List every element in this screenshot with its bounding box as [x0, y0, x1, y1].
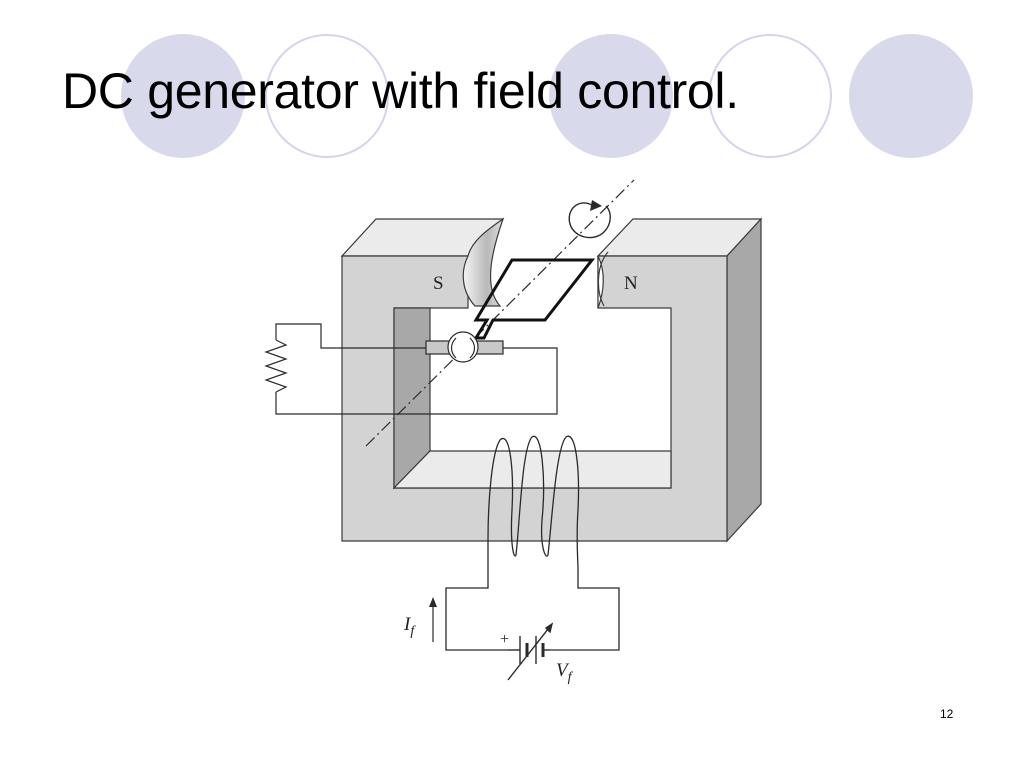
variable-battery-icon — [507, 622, 554, 681]
core-window-bottom-face — [392, 450, 672, 489]
rotation-arrow-icon — [568, 202, 611, 239]
rotation-arrowhead-icon — [590, 200, 602, 211]
decor-circle-4 — [708, 34, 832, 158]
battery-variable-arrow — [507, 623, 553, 681]
armature-wire-top — [275, 323, 426, 349]
decor-circle-5 — [849, 34, 973, 158]
south-pole-label: S — [433, 273, 444, 294]
field-winding — [445, 435, 620, 651]
decor-circle-2 — [265, 34, 389, 158]
field-coil-turn-2 — [515, 435, 549, 557]
decorative-circles — [121, 34, 973, 158]
core-front-face — [341, 255, 728, 542]
field-current-label: If — [403, 614, 416, 639]
south-pole-face — [462, 217, 505, 307]
armature-coil — [473, 258, 596, 340]
decor-circle-3 — [549, 34, 673, 158]
rotation-axis — [365, 179, 635, 447]
field-coil-turn-3 — [547, 435, 580, 571]
decor-circle-1 — [121, 34, 245, 158]
armature-circuit — [264, 323, 558, 415]
commutator — [425, 331, 504, 363]
field-coil-turn-1 — [487, 437, 517, 557]
field-voltage-label: Vf — [556, 660, 574, 685]
load-resistor-icon — [264, 339, 288, 393]
magnetic-core — [340, 217, 763, 543]
battery-plus-label: + — [500, 631, 509, 648]
north-pole-label: N — [624, 273, 638, 294]
battery-arrowhead — [544, 622, 554, 634]
commutator-ring — [447, 331, 479, 363]
field-current-arrowhead-icon — [429, 597, 437, 607]
armature-wire-bottom — [275, 347, 558, 415]
field-lead-right — [550, 570, 620, 651]
slide-title: DC generator with field control. — [62, 63, 739, 119]
page-number: 12 — [940, 707, 954, 721]
pole-faces — [462, 217, 609, 309]
commutator-segment — [450, 337, 476, 359]
north-pole-curve — [597, 251, 609, 307]
field-lead-left — [445, 540, 508, 651]
core-right-side-face — [726, 217, 762, 543]
right-brush — [474, 340, 504, 355]
